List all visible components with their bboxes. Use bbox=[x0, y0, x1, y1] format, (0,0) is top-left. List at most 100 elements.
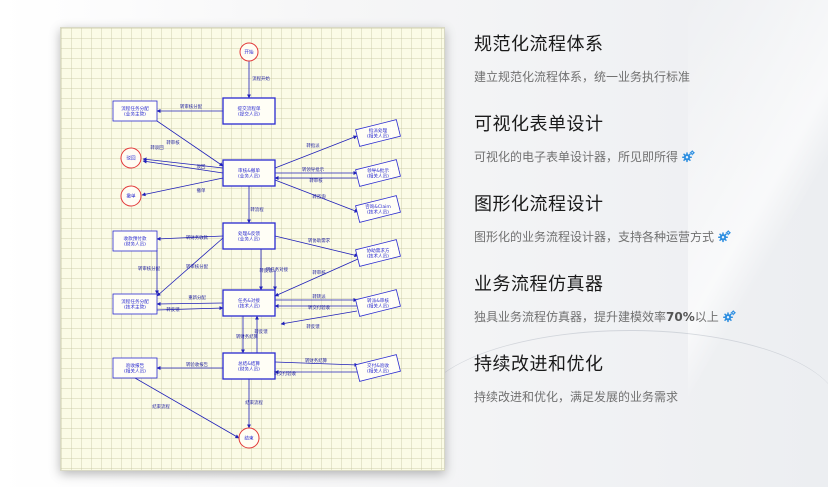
flow-edge-label: 转反馈 bbox=[306, 323, 320, 330]
flow-node-label: 收款预付款 bbox=[124, 235, 147, 242]
flow-node-label: 驳回 bbox=[126, 155, 136, 162]
flow-node-label: (相关人员) bbox=[367, 172, 389, 179]
feature-desc: 可视化的电子表单设计器，所见即所得 bbox=[474, 148, 814, 165]
flow-node-n5: 总结&结算(财务人员) bbox=[222, 352, 276, 380]
flow-node-label: 开始 bbox=[244, 49, 254, 56]
flow-edge-e12 bbox=[156, 235, 224, 241]
flow-node-label: (技术人员) bbox=[367, 252, 389, 259]
flow-node-r5: 转派&审核(相关人员) bbox=[355, 289, 401, 317]
flow-edge-label: 转任务对接 bbox=[266, 266, 289, 273]
flow-edge-e6 bbox=[141, 177, 224, 197]
flow-edge-label: 转交付验收 bbox=[308, 304, 331, 311]
flow-edge-e10 bbox=[274, 179, 359, 213]
flow-edge-label: 转财务结算 bbox=[305, 357, 328, 364]
feature-title: 持续改进和优化 bbox=[474, 354, 604, 375]
gear-icon bbox=[717, 229, 732, 244]
flow-node-n4: 任务&对接(技术人员) bbox=[222, 289, 276, 317]
feature-continuous-improvement: 持续改进和优化 持续改进和优化，满足发展的业务需求 bbox=[474, 350, 814, 405]
flow-edge-e14 bbox=[156, 237, 224, 297]
flow-node-label: 指派处理 bbox=[369, 127, 388, 134]
flow-edge-e7 bbox=[274, 135, 358, 169]
flow-node-start: 开始 bbox=[239, 42, 259, 62]
feature-visual-form: 可视化表单设计 可视化的电子表单设计器，所见即所得 bbox=[474, 110, 814, 165]
flow-edge-label: 转反馈 bbox=[254, 328, 268, 335]
flow-edge-label: 转审核分配 bbox=[138, 265, 161, 272]
flow-edge-label: 转审核 bbox=[312, 269, 326, 276]
flow-edge-e19 bbox=[156, 301, 224, 306]
gear-icon bbox=[722, 309, 737, 324]
flow-node-label: (技术人员) bbox=[367, 208, 389, 215]
flow-edge-label: 转转派 bbox=[312, 293, 326, 300]
flow-node-r2: 领导&批示(相关人员) bbox=[355, 159, 401, 187]
flow-edge-label: 转财务收款 bbox=[186, 234, 209, 241]
flow-node-label: (财务人员) bbox=[238, 365, 260, 372]
flow-node-label: 流程任务分配 bbox=[121, 105, 149, 112]
flow-node-label: (技术人员) bbox=[238, 302, 260, 309]
flow-node-label: 转派&审核 bbox=[367, 297, 389, 304]
flow-node-l1: 流程任务分配(业务主管) bbox=[112, 100, 158, 122]
flow-node-l4: 验收报告(相关人员) bbox=[112, 357, 158, 379]
flow-edge-label: 转咨询 bbox=[312, 193, 326, 200]
flow-node-label: 总结&结算 bbox=[238, 360, 260, 367]
flow-node-label: (相关人员) bbox=[124, 367, 146, 374]
flow-edge-label: 转验收报告 bbox=[186, 361, 209, 368]
flow-edge-label: 转审核 bbox=[309, 177, 323, 184]
flow-edge-e25 bbox=[280, 310, 358, 326]
flowchart-panel: 开始提交流程单(提交人员) 审核&撤单 (业务人员)处理&反馈(业务人员) 任务&对接… bbox=[60, 27, 445, 471]
flow-edge-e16 bbox=[274, 235, 359, 258]
flow-node-n3: 处理&反馈(业务人员) bbox=[222, 222, 276, 250]
feature-title: 图形化流程设计 bbox=[474, 194, 604, 215]
feature-desc: 图形化的业务流程设计器，支持各种运营方式 bbox=[474, 228, 814, 245]
flow-edge-label: 转审核分配 bbox=[180, 103, 203, 110]
gear-icon bbox=[681, 149, 696, 164]
flow-node-r4: 协助需求方(技术人员) bbox=[355, 239, 401, 267]
flow-edge-label: 转审核 bbox=[166, 139, 180, 146]
flow-edge-e18 bbox=[274, 258, 359, 297]
feature-graphic-flow: 图形化流程设计 图形化的业务流程设计器，支持各种运营方式 bbox=[474, 190, 814, 245]
flow-node-r6: 交付&验收(相关人员) bbox=[355, 354, 401, 382]
flow-edge-label: 撤单 bbox=[197, 187, 206, 194]
flow-node-label: (提交人员) bbox=[238, 110, 260, 117]
feature-title: 业务流程仿真器 bbox=[474, 274, 604, 295]
flow-node-label: 提交流程单 bbox=[238, 105, 261, 112]
flow-edge-label: 转交付验收 bbox=[274, 370, 297, 377]
flow-node-label: 结束 bbox=[244, 435, 254, 442]
flow-node-label: 审核&撤单 bbox=[238, 167, 260, 174]
flow-node-label: 处理&反馈 bbox=[238, 230, 260, 237]
flow-node-r3: 咨询&Claim(技术人员) bbox=[355, 195, 401, 223]
feature-desc: 持续改进和优化，满足发展的业务需求 bbox=[474, 390, 679, 404]
feature-title: 可视化表单设计 bbox=[474, 114, 604, 135]
flow-node-label: (相关人员) bbox=[367, 132, 389, 139]
flow-edge-label: 转指派 bbox=[306, 142, 320, 149]
flow-node-reject: 驳回 bbox=[120, 147, 142, 169]
flow-edge-label: 转协助需求 bbox=[308, 237, 331, 244]
flow-node-label: (业务主管) bbox=[124, 110, 146, 117]
flow-node-label: (业务人员) bbox=[238, 235, 260, 242]
flow-edge-label: 驳回 bbox=[197, 163, 206, 170]
flow-node-label: 交付&验收 bbox=[367, 362, 389, 369]
flow-node-l2: 收款预付款(财务人员) bbox=[112, 230, 158, 252]
flow-node-label: 验收报告 bbox=[126, 362, 145, 369]
flow-node-label: 撤单 bbox=[126, 193, 136, 200]
feature-standardized: 规范化流程体系 建立规范化流程体系，统一业务执行标准 bbox=[474, 30, 814, 85]
flow-node-label: (财务人员) bbox=[124, 240, 146, 247]
flow-edge-e20 bbox=[156, 306, 224, 311]
flow-node-label: (相关人员) bbox=[367, 302, 389, 309]
flow-edge-label: 结束流程 bbox=[245, 399, 263, 406]
flow-edge-label: 转领导批示 bbox=[302, 166, 325, 173]
flow-node-label: 流程任务分配 bbox=[121, 298, 149, 305]
flow-node-label: 咨询&Claim bbox=[365, 203, 391, 210]
flow-edge-e5 bbox=[142, 159, 224, 174]
flow-edge-e3 bbox=[156, 120, 224, 167]
flow-node-label: 任务&对接 bbox=[238, 297, 260, 304]
flow-node-cancel: 撤单 bbox=[120, 185, 142, 207]
flow-edge-e30 bbox=[134, 377, 240, 439]
flow-edge-label: 结束流程 bbox=[152, 403, 170, 410]
flow-edge-label: 转驳回 bbox=[150, 144, 164, 151]
flow-node-label: 领导&批示 bbox=[367, 167, 389, 174]
flow-edge-label: 转财务结算 bbox=[236, 333, 259, 340]
flow-edge-label: 转流程 bbox=[250, 206, 264, 213]
